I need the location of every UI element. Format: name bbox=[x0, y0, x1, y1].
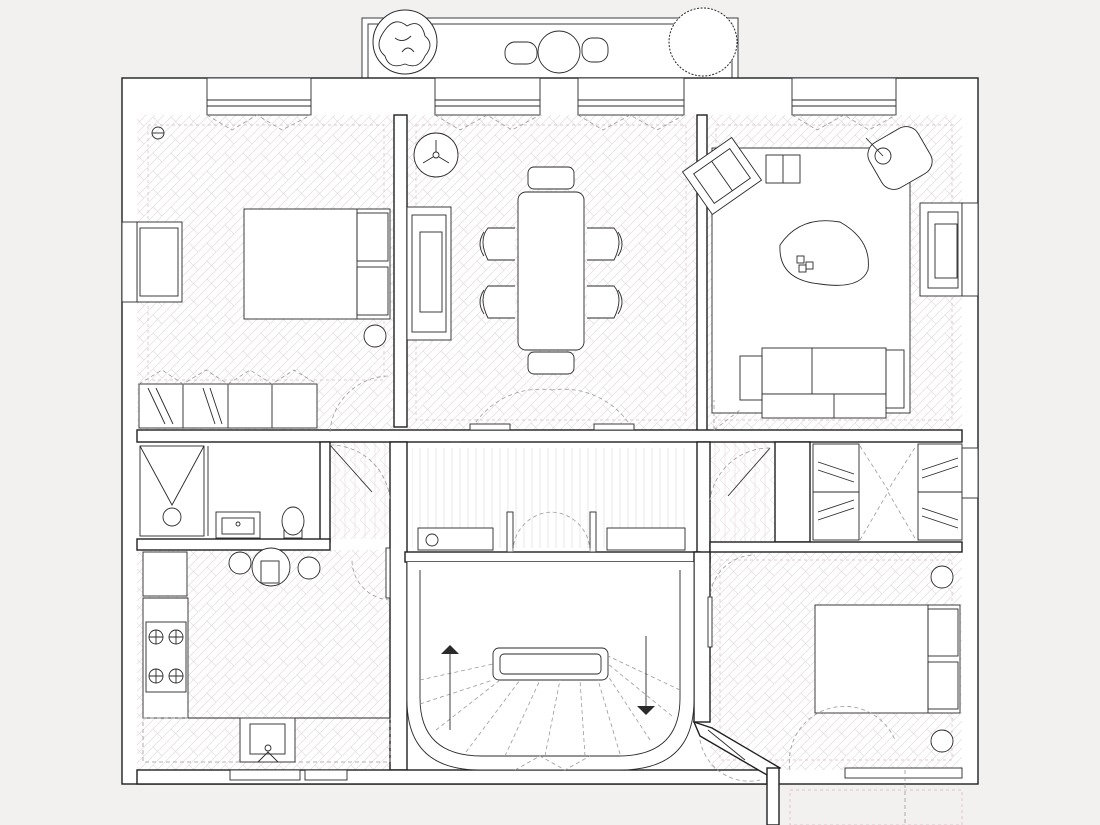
balcony bbox=[361, 7, 739, 81]
right-window bbox=[961, 202, 979, 297]
armchair bbox=[136, 221, 183, 303]
left-window bbox=[121, 221, 138, 303]
ceiling-light-icon bbox=[151, 126, 165, 140]
kitchen-units bbox=[142, 551, 391, 763]
floor-lamp bbox=[865, 137, 892, 165]
bay-corner bbox=[692, 720, 963, 825]
dining-chair-icon bbox=[587, 227, 623, 261]
balcony-table-set bbox=[504, 30, 609, 74]
bathroom-fixtures bbox=[139, 445, 305, 539]
sideboard bbox=[406, 206, 452, 341]
dining-doors bbox=[469, 388, 635, 431]
staircase bbox=[406, 562, 695, 771]
living-door-swing bbox=[713, 400, 741, 431]
tree-icon bbox=[668, 7, 738, 77]
corridor-doors bbox=[329, 375, 771, 501]
kitchen-table bbox=[228, 547, 321, 587]
interior-walls bbox=[136, 114, 963, 785]
sofa-icon bbox=[739, 347, 905, 419]
dining-chair-icon bbox=[587, 285, 623, 319]
bedroom-2-door-swing bbox=[709, 554, 756, 601]
bed-icon bbox=[814, 604, 961, 714]
bedside-lamp bbox=[363, 324, 387, 348]
dining-chair-icon bbox=[479, 227, 515, 261]
armchair-round bbox=[867, 126, 933, 190]
tree-icon bbox=[372, 9, 438, 75]
kitchen-window bbox=[229, 769, 301, 781]
bed-icon bbox=[243, 208, 391, 320]
top-windows bbox=[206, 77, 897, 131]
stove-burner-icon bbox=[145, 621, 187, 693]
bedroom-wardrobe bbox=[138, 369, 318, 429]
bedside-lamp bbox=[930, 565, 954, 589]
bedside-lamp bbox=[930, 729, 954, 753]
toilet-icon bbox=[281, 506, 305, 539]
armchair-icon bbox=[681, 136, 763, 216]
fireplace bbox=[919, 202, 963, 297]
sink-icon bbox=[215, 511, 261, 539]
ceiling-fan-icon bbox=[413, 132, 459, 178]
stair-arrow-up-icon bbox=[441, 645, 459, 654]
dining-chair-icon bbox=[479, 285, 515, 319]
corridor-benches bbox=[417, 511, 686, 553]
walk-in-wardrobe bbox=[812, 443, 963, 541]
dining-table bbox=[479, 166, 623, 375]
coffee-table bbox=[779, 220, 869, 286]
kitchen-sink bbox=[239, 717, 296, 763]
stair-arrow-down-icon bbox=[637, 706, 655, 715]
